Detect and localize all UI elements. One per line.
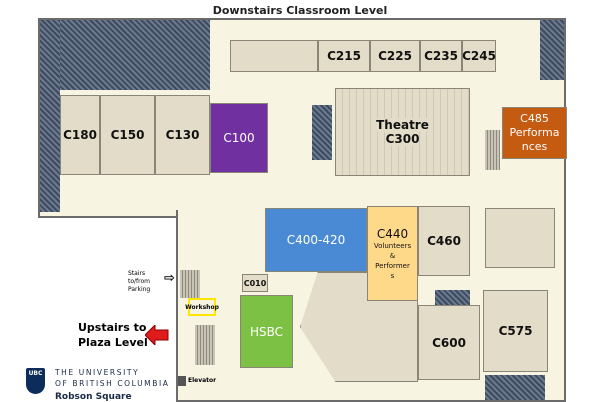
hatched-area xyxy=(40,20,210,90)
room-c010[interactable]: C010 xyxy=(242,274,268,292)
theatre-c300[interactable]: Theatre C300 xyxy=(335,88,470,176)
room-c245[interactable]: C245 xyxy=(462,40,496,72)
hatched-area xyxy=(312,105,332,160)
stairs-label: Stairs to/from Parking xyxy=(128,270,151,293)
hatched-area xyxy=(485,375,545,400)
ubc-logo: UBC xyxy=(26,368,45,394)
map-title: Downstairs Classroom Level xyxy=(212,4,388,17)
workshop-label[interactable]: Workshop xyxy=(185,298,219,316)
stairs xyxy=(485,130,500,170)
room-c460[interactable]: C460 xyxy=(418,206,470,276)
room-c400-420[interactable]: C400-420 xyxy=(265,208,367,272)
stairs-arrow-icon: ⇨ xyxy=(164,271,175,286)
elevator-icon xyxy=(178,376,186,386)
room-c130[interactable]: C130 xyxy=(155,95,210,175)
room-c235[interactable]: C235 xyxy=(420,40,462,72)
room-restrooms xyxy=(230,40,318,72)
room-restroom-block xyxy=(485,208,555,268)
ubc-wordmark: THE UNIVERSITY OF BRITISH COLUMBIA xyxy=(55,368,170,388)
stairs xyxy=(195,325,215,365)
stairs xyxy=(180,270,200,298)
upstairs-label: Upstairs to Plaza Level xyxy=(78,321,148,349)
hatched-area xyxy=(40,20,60,212)
room-c215[interactable]: C215 xyxy=(318,40,370,72)
room-c575[interactable]: C575 xyxy=(483,290,548,372)
room-c485[interactable]: C485 Performa nces xyxy=(502,107,567,159)
hatched-area xyxy=(435,290,470,305)
left-arrow-icon xyxy=(145,325,169,345)
room-c600[interactable]: C600 xyxy=(418,305,480,380)
room-c225[interactable]: C225 xyxy=(370,40,420,72)
ubc-subtitle: Robson Square xyxy=(55,392,132,402)
room-hsbc[interactable]: HSBC xyxy=(240,295,293,368)
room-c100[interactable]: C100 xyxy=(210,103,268,173)
room-c440[interactable]: C440 Volunteers & Performer s xyxy=(367,206,418,301)
room-c180[interactable]: C180 xyxy=(60,95,100,175)
hatched-area xyxy=(540,20,564,80)
room-c150[interactable]: C150 xyxy=(100,95,155,175)
elevator-label: Elevator xyxy=(188,377,217,384)
